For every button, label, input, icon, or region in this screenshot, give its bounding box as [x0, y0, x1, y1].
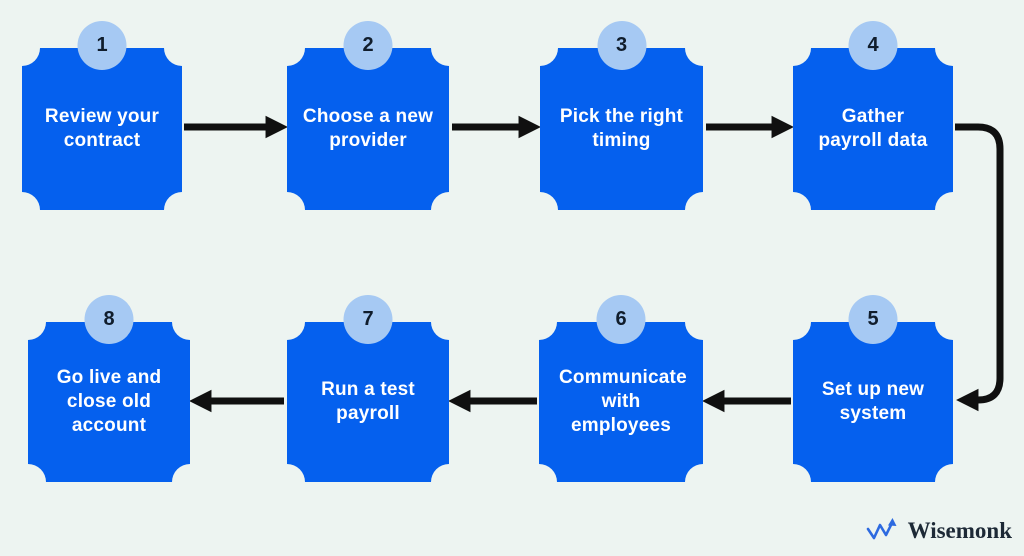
corner-notch — [685, 464, 703, 482]
corner-notch — [287, 322, 305, 340]
corner-notch — [685, 48, 703, 66]
step-label: Gather payroll data — [818, 105, 928, 151]
corner-notch — [793, 322, 811, 340]
step-label: Pick the right timing — [559, 105, 684, 151]
step-number: 3 — [615, 34, 628, 56]
step-label: Communicate with employees — [559, 366, 687, 437]
corner-notch — [540, 192, 558, 210]
step-number-badge: 7 — [343, 295, 393, 344]
step-box-2: 2 Choose a new provider — [287, 21, 449, 210]
corner-notch — [793, 48, 811, 66]
corner-notch — [935, 48, 953, 66]
step-box-6: 6 Communicate with employees — [539, 295, 703, 482]
step-number: 6 — [615, 308, 627, 330]
step-box-3: 3 Pick the right timing — [540, 21, 703, 210]
corner-notch — [539, 464, 557, 482]
corner-notch — [28, 464, 46, 482]
step-number-badge: 6 — [596, 295, 646, 344]
step-label: Choose a new provider — [302, 105, 434, 151]
corner-notch — [431, 464, 449, 482]
corner-notch — [287, 192, 305, 210]
corner-notch — [431, 322, 449, 340]
corner-notch — [28, 322, 46, 340]
step-number: 7 — [362, 308, 374, 330]
logo-text: Wisemonk — [907, 518, 1012, 543]
corner-notch — [539, 322, 557, 340]
step-box-5: 5 Set up new system — [793, 295, 953, 482]
step-number-badge: 1 — [77, 21, 127, 70]
step-box-7: 7 Run a test payroll — [287, 295, 449, 482]
corner-notch — [22, 192, 40, 210]
corner-notch — [540, 48, 558, 66]
step-number-badge: 3 — [597, 21, 646, 70]
step-box-1: 1 Review your contract — [22, 21, 182, 210]
corner-notch — [793, 464, 811, 482]
step-number-badge: 5 — [848, 295, 898, 344]
corner-notch — [935, 322, 953, 340]
step-box-4: 4 Gather payroll data — [793, 21, 953, 210]
step-number-badge: 8 — [84, 295, 134, 344]
step-box-8: 8 Go live and close old account — [28, 295, 190, 482]
corner-notch — [172, 464, 190, 482]
corner-notch — [164, 48, 182, 66]
corner-notch — [935, 464, 953, 482]
corner-notch — [431, 48, 449, 66]
step-label: Set up new system — [821, 378, 925, 424]
step-number: 2 — [362, 34, 374, 56]
step-number: 8 — [103, 308, 115, 330]
corner-notch — [685, 322, 703, 340]
corner-notch — [287, 48, 305, 66]
step-number: 1 — [96, 34, 108, 56]
corner-notch — [935, 192, 953, 210]
arrow-step4-step5-curved — [955, 123, 1004, 412]
corner-notch — [431, 192, 449, 210]
step-label: Run a test payroll — [321, 378, 415, 424]
wisemonk-logo: Wisemonk — [866, 517, 1012, 545]
step-number: 4 — [867, 34, 879, 56]
step-number: 5 — [867, 308, 879, 330]
corner-notch — [164, 192, 182, 210]
wave-arrow-icon — [866, 518, 897, 540]
corner-notch — [287, 464, 305, 482]
step-number-badge: 2 — [343, 21, 393, 70]
corner-notch — [22, 48, 40, 66]
corner-notch — [685, 192, 703, 210]
corner-notch — [793, 192, 811, 210]
corner-notch — [172, 322, 190, 340]
step-number-badge: 4 — [848, 21, 898, 70]
step-label: Review your contract — [44, 105, 160, 151]
step-label: Go live and close old account — [56, 366, 162, 437]
